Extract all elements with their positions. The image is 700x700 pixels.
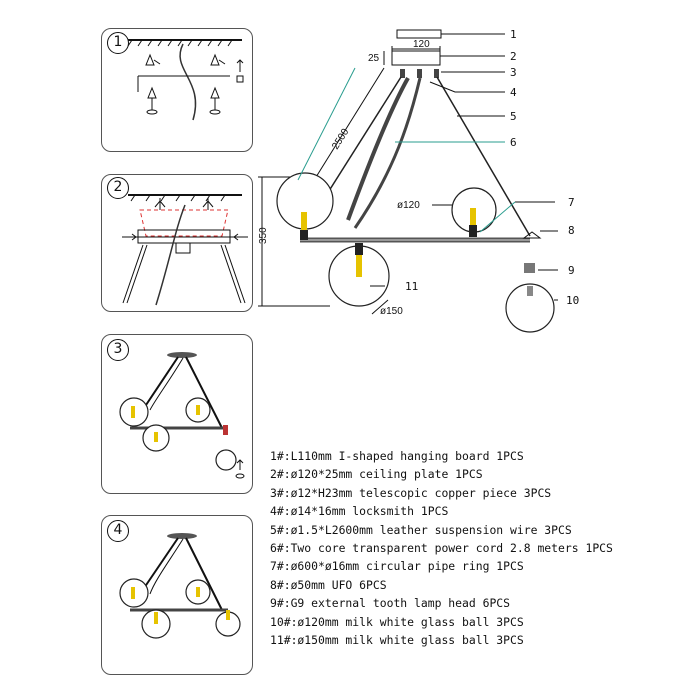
parts-list-item-9: 9#:G9 external tooth lamp head 6PCS xyxy=(270,596,511,611)
main-assembly-drawing: 120 25 2500 350 ø120 ø150 xyxy=(258,28,579,333)
dim-height: 350 xyxy=(258,227,269,244)
step-4-illustration xyxy=(119,533,241,639)
parts-list-item-10: 10#:ø120mm milk white glass ball 3PCS xyxy=(270,614,524,629)
parts-list-item-11: 11#:ø150mm milk white glass ball 3PCS xyxy=(270,633,524,648)
dim-ball-small: ø120 xyxy=(397,200,420,211)
parts-list-item-5: 5#:ø1.5*L2600mm leather suspension wire … xyxy=(270,522,572,537)
parts-list-item-1: 1#:L110mm I-shaped hanging board 1PCS xyxy=(270,449,524,463)
dim-plate-height: 25 xyxy=(368,53,380,64)
callout-1: 1 xyxy=(510,28,517,41)
parts-list-item-7: 7#:ø600*ø16mm circular pipe ring 1PCS xyxy=(270,559,524,574)
parts-list-item-3: 3#:ø12*H23mm telescopic copper piece 3PC… xyxy=(270,485,552,500)
callout-6: 6 xyxy=(510,136,517,149)
callout-11: 11 xyxy=(405,280,418,293)
parts-list-item-2: 2#:ø120*25mm ceiling plate 1PCS xyxy=(270,467,483,482)
callout-5: 5 xyxy=(510,110,517,123)
callout-8: 8 xyxy=(568,224,575,237)
dim-ball-large: ø150 xyxy=(380,306,403,317)
step-1-illustration xyxy=(127,39,244,121)
step-2-number: 2 xyxy=(107,177,129,199)
callout-3: 3 xyxy=(510,66,517,79)
parts-list-item-4: 4#:ø14*16mm locksmith 1PCS xyxy=(270,504,449,519)
step-4-number: 4 xyxy=(107,520,129,542)
step-3-number: 3 xyxy=(107,339,129,361)
step-1-number: 1 xyxy=(107,32,129,54)
parts-list-item-8: 8#:ø50mm UFO 6PCS xyxy=(270,577,387,592)
step-3-illustration xyxy=(119,352,245,479)
step-2-illustration xyxy=(122,194,248,306)
dim-plate-width: 120 xyxy=(413,39,430,50)
callout-9: 9 xyxy=(568,264,575,277)
callout-7: 7 xyxy=(568,196,575,209)
parts-list: 1#:L110mm I-shaped hanging board 1PCS 2#… xyxy=(270,447,613,649)
callout-10: 10 xyxy=(566,294,579,307)
callout-2: 2 xyxy=(510,50,517,63)
ceiling-plate xyxy=(391,50,441,66)
parts-list-item-6: 6#:Two core transparent power cord 2.8 m… xyxy=(270,541,613,556)
hanging-board xyxy=(396,29,442,39)
callout-4: 4 xyxy=(510,86,517,99)
dim-wire-length: 2500 xyxy=(330,127,351,152)
